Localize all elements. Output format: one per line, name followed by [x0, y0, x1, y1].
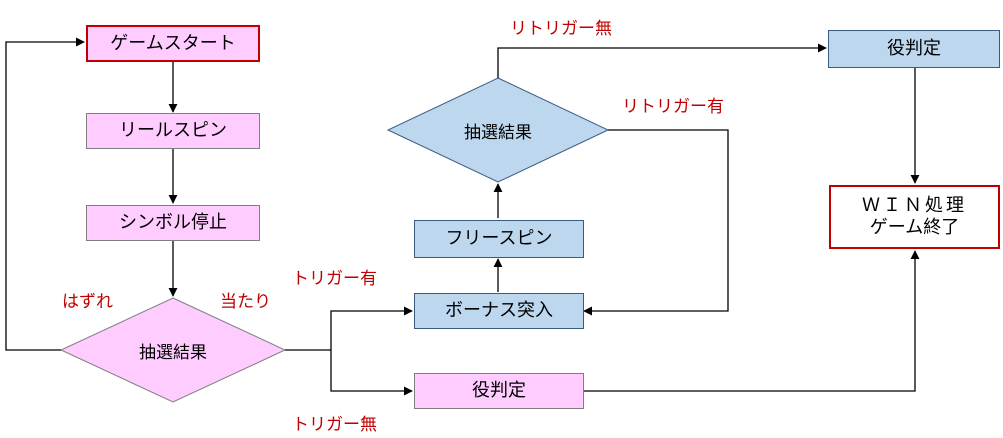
- label-trigger-no: トリガー無: [292, 415, 377, 435]
- win-process-line2: ゲーム終了: [869, 217, 960, 238]
- win-process-box: ＷＩＮ処理 ゲーム終了: [829, 185, 1000, 249]
- role-judgement-top-label: 役判定: [887, 38, 941, 60]
- label-retrigger-yes: リトリガー有: [622, 97, 724, 117]
- bonus-entry-box: ボーナス突入: [414, 293, 584, 329]
- bonus-entry-label: ボーナス突入: [445, 300, 553, 322]
- game-start-label: ゲームスタート: [110, 32, 236, 54]
- arrow-retrigger-yes: [583, 129, 729, 316]
- free-spin-label: フリースピン: [445, 228, 553, 250]
- label-retrigger-no: リトリガー無: [510, 19, 612, 39]
- reel-spin-label: リールスピン: [119, 120, 227, 142]
- role-judgement-bottom-box: 役判定: [414, 373, 584, 409]
- label-miss: はずれ: [62, 292, 113, 312]
- symbol-stop-box: シンボル停止: [86, 205, 260, 241]
- arrow-trigger-no: [330, 350, 413, 396]
- role-judgement-top-box: 役判定: [828, 30, 1000, 68]
- symbol-stop-label: シンボル停止: [119, 212, 227, 234]
- arrow-retrigger-no: [497, 43, 827, 78]
- label-trigger-yes: トリガー有: [292, 269, 377, 289]
- reel-spin-box: リールスピン: [86, 113, 260, 149]
- lottery-result-free-diamond: [386, 77, 610, 183]
- arrow-trigger-yes: [330, 306, 413, 350]
- arrow-miss-loop: [5, 37, 85, 351]
- free-spin-box: フリースピン: [414, 220, 584, 258]
- lottery-result-free-label: 抽選結果: [464, 122, 532, 143]
- lottery-result-main-label: 抽選結果: [139, 342, 207, 363]
- lottery-result-main-diamond: [59, 297, 287, 403]
- game-start-box: ゲームスタート: [86, 25, 260, 62]
- label-hit: 当たり: [220, 292, 271, 312]
- arrow-role-bottom-to-win: [584, 250, 920, 392]
- win-process-line1: ＷＩＮ処理: [862, 195, 967, 217]
- role-judgement-bottom-label: 役判定: [472, 380, 526, 402]
